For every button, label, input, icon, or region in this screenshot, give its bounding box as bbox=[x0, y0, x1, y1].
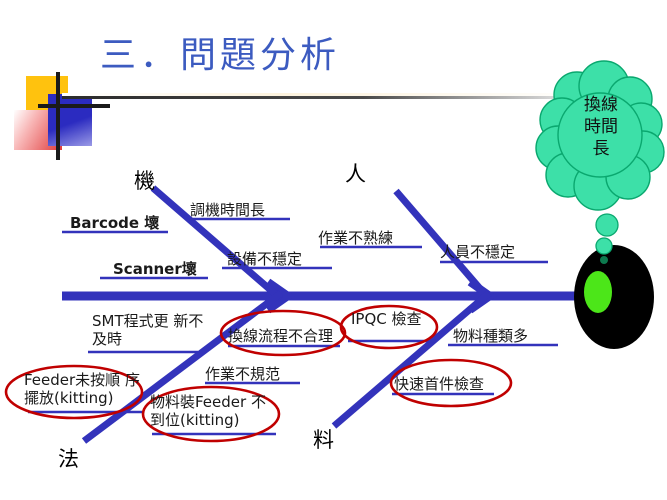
cause-wuliao-zhuang-feeder: 物料裝Feeder 不到位(kitting) bbox=[150, 393, 266, 429]
cause-zuoye-buguifan: 作業不規范 bbox=[205, 365, 281, 383]
cause-ipqc-jiancha: IPQC 檢查 bbox=[351, 310, 422, 328]
fish-eye-ellipse bbox=[584, 271, 612, 313]
cause-tiaoji-shijian-chang: 調機時間長 bbox=[190, 201, 266, 219]
title-rule bbox=[62, 96, 610, 99]
cause-scanner-huai: Scanner壞 bbox=[113, 260, 197, 278]
fish-head-group bbox=[574, 245, 654, 349]
branch-line-machine bbox=[150, 185, 284, 302]
category-label-material: 料 bbox=[313, 428, 334, 452]
cause-zuoye-bushulian: 作業不熟練 bbox=[318, 229, 394, 247]
category-label-method: 法 bbox=[58, 447, 79, 471]
deco-horizontal-bar bbox=[38, 104, 110, 108]
highlight-wuliao-feeder bbox=[141, 385, 281, 443]
cause-shebei-buwending: 設備不穩定 bbox=[227, 250, 303, 268]
branch-lines bbox=[81, 185, 492, 444]
corner-decoration bbox=[14, 72, 110, 164]
category-label-machine: 機 bbox=[134, 169, 155, 193]
deco-vertical-bar bbox=[56, 72, 60, 160]
deco-blue-square bbox=[48, 94, 92, 146]
title-rule-highlight bbox=[62, 93, 610, 96]
category-label-man: 人 bbox=[345, 162, 366, 186]
page-title: 三．問題分析 bbox=[100, 35, 341, 76]
cause-smt-chengshi-gengxin: SMT程式更 新不及時 bbox=[92, 312, 204, 348]
branch-line-method bbox=[81, 290, 284, 444]
spine-group bbox=[62, 278, 590, 314]
cause-underlines bbox=[28, 217, 558, 436]
cause-kuaisu-shoujian-jiancha: 快速首件檢查 bbox=[394, 375, 485, 393]
highlight-feeder-order bbox=[4, 364, 144, 420]
cloud-bubble-small bbox=[595, 237, 613, 255]
effect-cloud-group bbox=[535, 60, 665, 255]
fish-head-ellipse bbox=[574, 245, 654, 349]
cause-huanxian-liucheng: 換線流程不合理 bbox=[228, 327, 334, 345]
cloud-body bbox=[535, 60, 665, 211]
highlight-circles bbox=[4, 304, 513, 443]
branch-line-material bbox=[331, 290, 492, 429]
cause-renyuan-buwending: 人員不穩定 bbox=[440, 243, 516, 261]
bubble-tiny bbox=[600, 256, 608, 264]
spine-chevron-1 bbox=[265, 278, 295, 314]
cloud-bubble-medium bbox=[595, 213, 619, 237]
effect-cloud-label: 換線 時間 長 bbox=[584, 95, 618, 159]
highlight-huanxian bbox=[219, 309, 347, 357]
highlight-ipqc bbox=[339, 304, 439, 350]
cause-feeder-weian-shunxu: Feeder未按順 序擺放(kitting) bbox=[24, 371, 140, 407]
cause-wuliao-zhonglei-duo: 物料種類多 bbox=[453, 327, 529, 345]
highlight-kuaisu bbox=[389, 358, 513, 408]
cause-barcode-huai: Barcode 壞 bbox=[70, 214, 160, 232]
branch-line-man bbox=[393, 188, 492, 302]
